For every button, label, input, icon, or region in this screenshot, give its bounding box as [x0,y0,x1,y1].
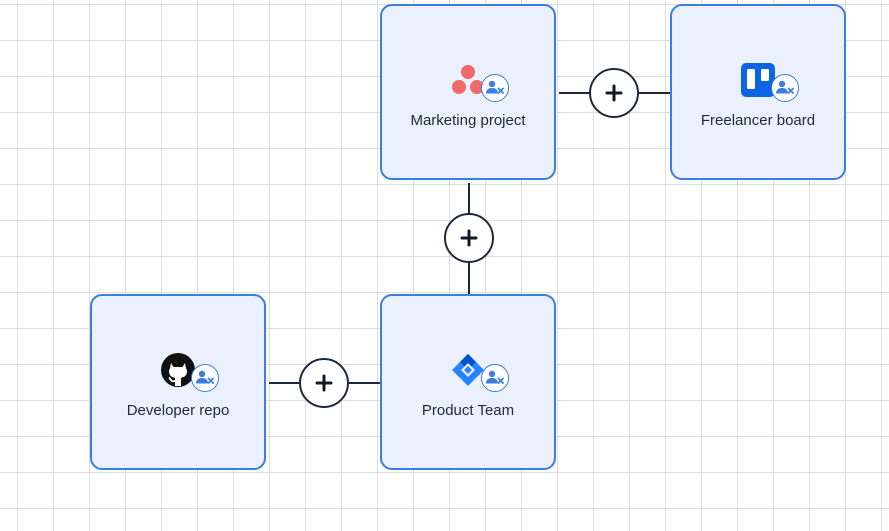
user-remove-icon[interactable] [191,364,219,392]
node-product-team[interactable]: Product Team [380,294,556,470]
node-label: Developer repo [126,402,230,419]
jira-icon [450,352,486,388]
add-connection-button-marketing-freelancer[interactable] [589,68,639,118]
trello-icon [740,62,776,98]
add-connection-button-developer-product[interactable] [299,358,349,408]
node-label: Product Team [421,402,515,419]
plus-icon [460,229,478,247]
node-label: Marketing project [410,112,526,129]
github-icon [160,352,196,388]
node-freelancer-board[interactable]: Freelancer board [670,4,846,180]
user-remove-icon[interactable] [481,364,509,392]
node-marketing-project[interactable]: Marketing project [380,4,556,180]
plus-icon [315,374,333,392]
node-label: Freelancer board [700,112,816,129]
user-remove-icon[interactable] [481,74,509,102]
add-connection-button-marketing-product[interactable] [444,213,494,263]
plus-icon [605,84,623,102]
node-developer-repo[interactable]: Developer repo [90,294,266,470]
asana-icon [450,62,486,98]
user-remove-icon[interactable] [771,74,799,102]
